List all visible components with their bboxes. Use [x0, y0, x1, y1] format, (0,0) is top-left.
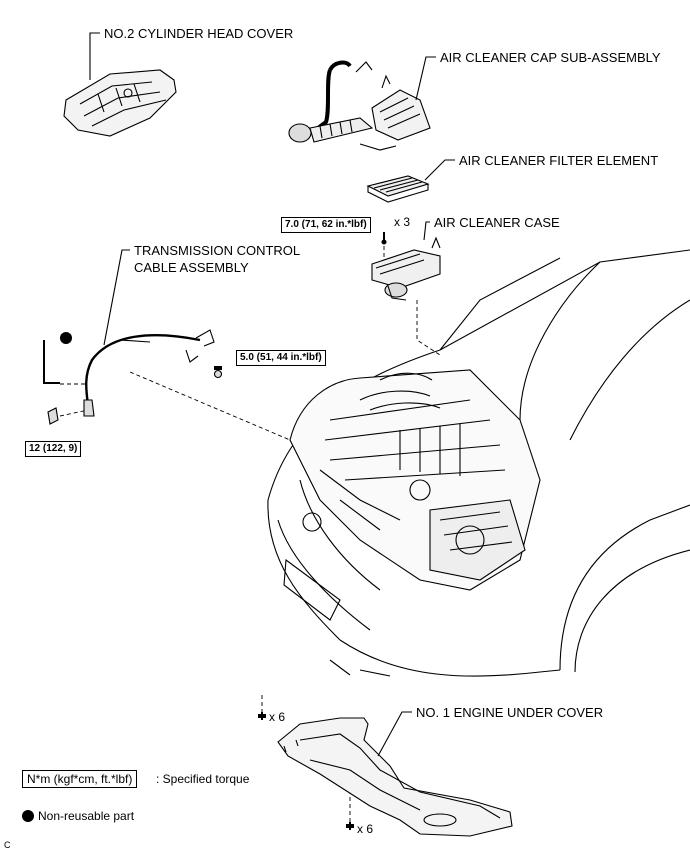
- air-cleaner-cap-part: [288, 60, 431, 151]
- vehicle-front-body: [267, 249, 690, 677]
- label-air-cleaner-cap: AIR CLEANER CAP SUB-ASSEMBLY: [440, 50, 661, 65]
- transmission-cable-part: [43, 329, 223, 425]
- legend-torque-desc: : Specified torque: [156, 772, 250, 786]
- air-cleaner-filter-part: [366, 175, 430, 203]
- legend-nonreusable-icon: [22, 810, 34, 822]
- label-transmission-cable-line2: CABLE ASSEMBLY: [134, 260, 249, 275]
- legend-nonreusable-text: Non-reusable part: [38, 809, 135, 823]
- torque-cable-bolt: 5.0 (51, 44 in.*lbf): [236, 350, 326, 366]
- label-air-cleaner-case: AIR CLEANER CASE: [434, 215, 560, 230]
- count-cover-top-bolts: x 6: [269, 710, 286, 724]
- label-air-cleaner-filter: AIR CLEANER FILTER ELEMENT: [459, 153, 659, 168]
- torque-cable-nut: 12 (122, 9): [25, 441, 82, 457]
- engine-under-cover-part: [277, 717, 513, 837]
- count-cover-bottom-bolts: x 6: [357, 822, 374, 836]
- air-cleaner-case-part: [371, 236, 441, 301]
- engine-compartment: [289, 369, 541, 591]
- legend-torque-box: N*m (kgf*cm, ft.*lbf): [22, 770, 138, 788]
- label-transmission-cable-line1: TRANSMISSION CONTROL: [134, 243, 301, 258]
- label-cylinder-head-cover: NO.2 CYLINDER HEAD COVER: [104, 26, 294, 41]
- torque-case-bolt: 7.0 (71, 62 in.*lbf): [281, 217, 371, 233]
- corner-mark: C: [4, 840, 11, 850]
- label-engine-under-cover: NO. 1 ENGINE UNDER COVER: [416, 705, 604, 720]
- nonreusable-part-icon: [60, 332, 72, 344]
- count-case-bolts: x 3: [394, 215, 411, 229]
- cylinder-head-cover-part: [63, 69, 177, 137]
